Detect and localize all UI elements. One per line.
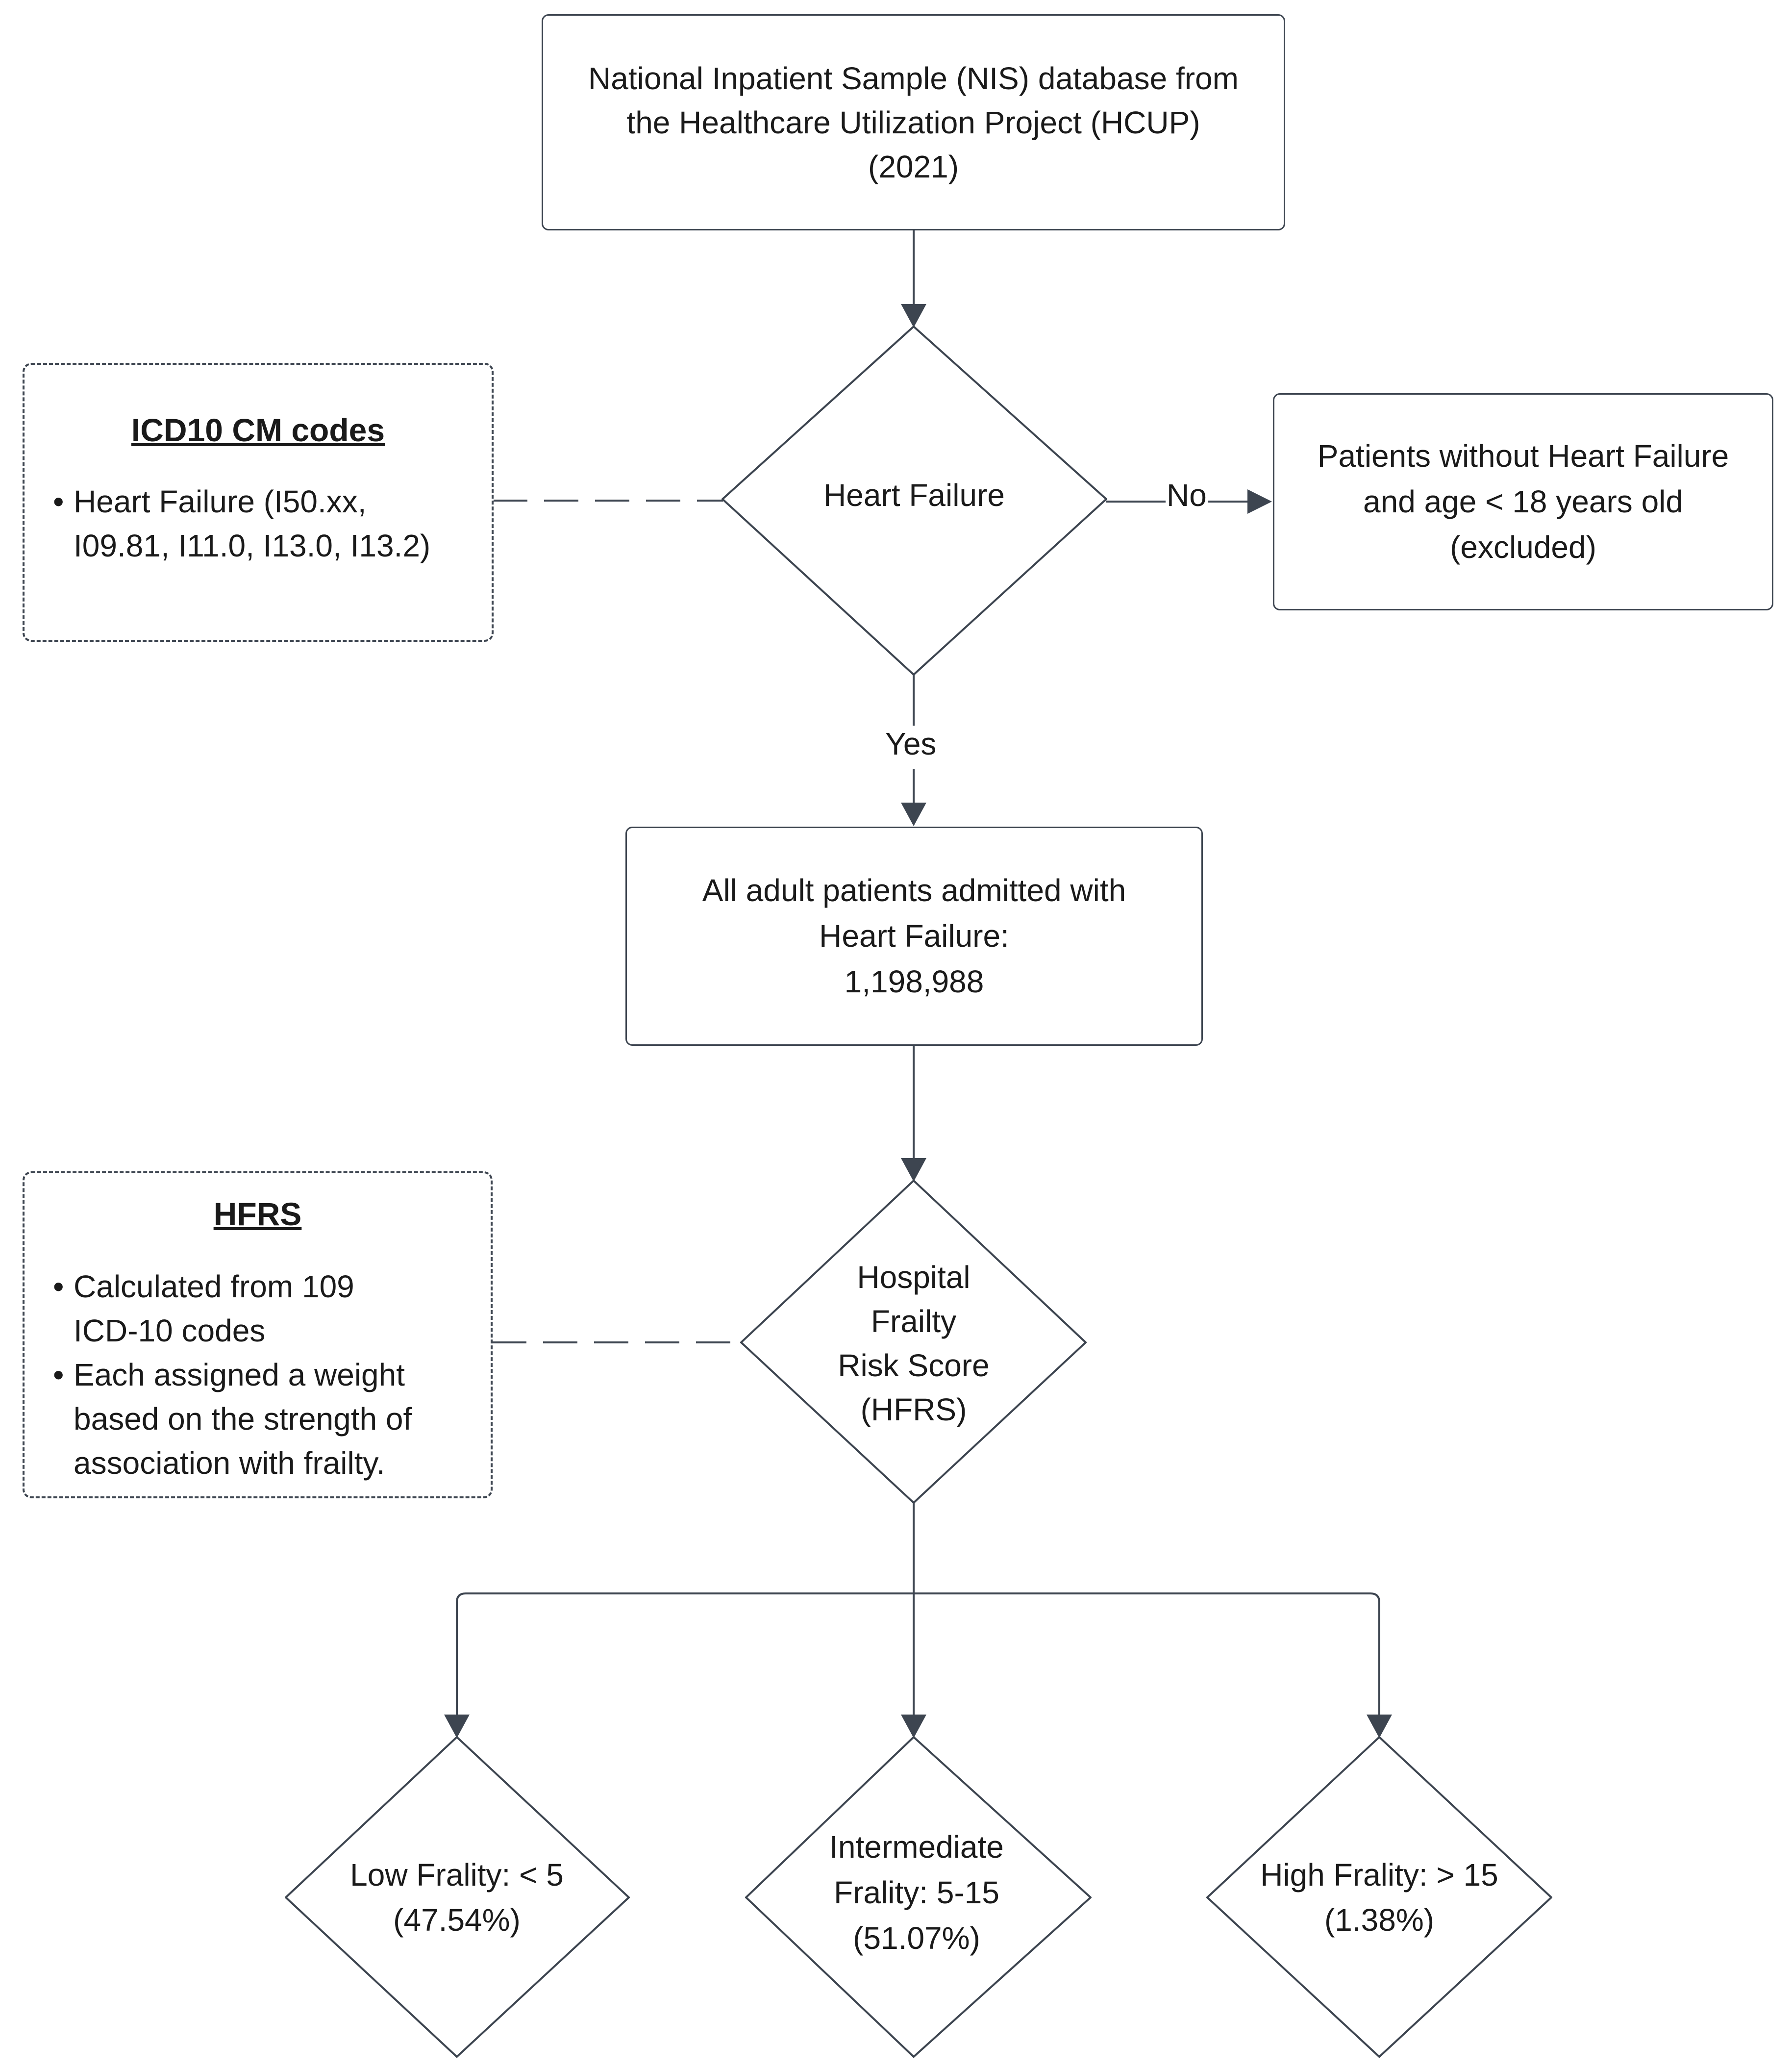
hfrs-note-title: HFRS [213, 1196, 302, 1232]
icd10-codes-item: Heart Failure (I50.xx, I09.81, I11.0, I1… [25, 480, 492, 568]
arrowhead-intermediate [901, 1715, 926, 1738]
outcome-high-diamond [1206, 1736, 1552, 2058]
source-database-line1: National Inpatient Sample (NIS) database… [588, 60, 1239, 96]
arrowhead-start-to-hf [901, 304, 926, 328]
low-frailty-label: Low Frality: < 5 (47.54%) [350, 1857, 564, 1938]
outcome-low-diamond [285, 1736, 630, 2058]
adult-patients-count: 1,198,988 [844, 964, 984, 999]
icd10-codes-list: Heart Failure (I50.xx, I09.81, I11.0, I1… [25, 480, 492, 568]
no-edge-label: No [1166, 478, 1208, 513]
excluded-line1: Patients without Heart Failure [1317, 438, 1729, 474]
decision-hfrs-diamond [740, 1180, 1087, 1504]
hfrs-note-item: Each assigned a weight based on the stre… [25, 1353, 491, 1485]
source-database-line3: (2021) [868, 149, 959, 184]
edge-hfrs-to-branches [456, 1503, 1380, 1716]
arrowhead-no [1247, 489, 1272, 514]
outcome-intermediate-diamond [745, 1736, 1092, 2058]
adult-patients-line1: All adult patients admitted with [702, 873, 1126, 908]
hfrs-note: HFRS Calculated from 109 ICD-10 codes Ea… [23, 1171, 493, 1498]
adult-patients-box: All adult patients admitted with Heart F… [625, 827, 1203, 1046]
high-frailty-label: High Frality: > 15 (1.38%) [1260, 1857, 1498, 1938]
source-database-line2: the Healthcare Utilization Project (HCUP… [626, 104, 1200, 140]
excluded-line2: and age < 18 years old [1363, 484, 1683, 519]
source-database-box: National Inpatient Sample (NIS) database… [542, 14, 1285, 230]
hfrs-note-list: Calculated from 109 ICD-10 codes Each as… [25, 1264, 491, 1485]
arrowhead-high [1367, 1715, 1392, 1738]
decision-heart-failure-diamond [722, 326, 1107, 676]
excluded-line3: (excluded) [1450, 530, 1596, 565]
adult-patients-line2: Heart Failure: [819, 918, 1009, 954]
arrowhead-low [444, 1715, 470, 1738]
icd10-codes-title: ICD10 CM codes [131, 412, 385, 448]
heart-failure-decision-label: Heart Failure [823, 478, 1005, 513]
icd10-codes-note: ICD10 CM codes Heart Failure (I50.xx, I0… [23, 363, 494, 642]
hfrs-note-item: Calculated from 109 ICD-10 codes [25, 1264, 491, 1353]
arrowhead-yes [901, 803, 926, 826]
hfrs-decision-label: Hospital Frailty Risk Score (HFRS) [838, 1260, 990, 1427]
intermediate-frailty-label: Intermediate Frality: 5-15 (51.07%) [829, 1829, 1004, 1956]
arrowhead-adult-to-hfrs [901, 1158, 926, 1182]
yes-edge-label: Yes [883, 727, 939, 761]
excluded-patients-box: Patients without Heart Failure and age <… [1273, 393, 1773, 610]
